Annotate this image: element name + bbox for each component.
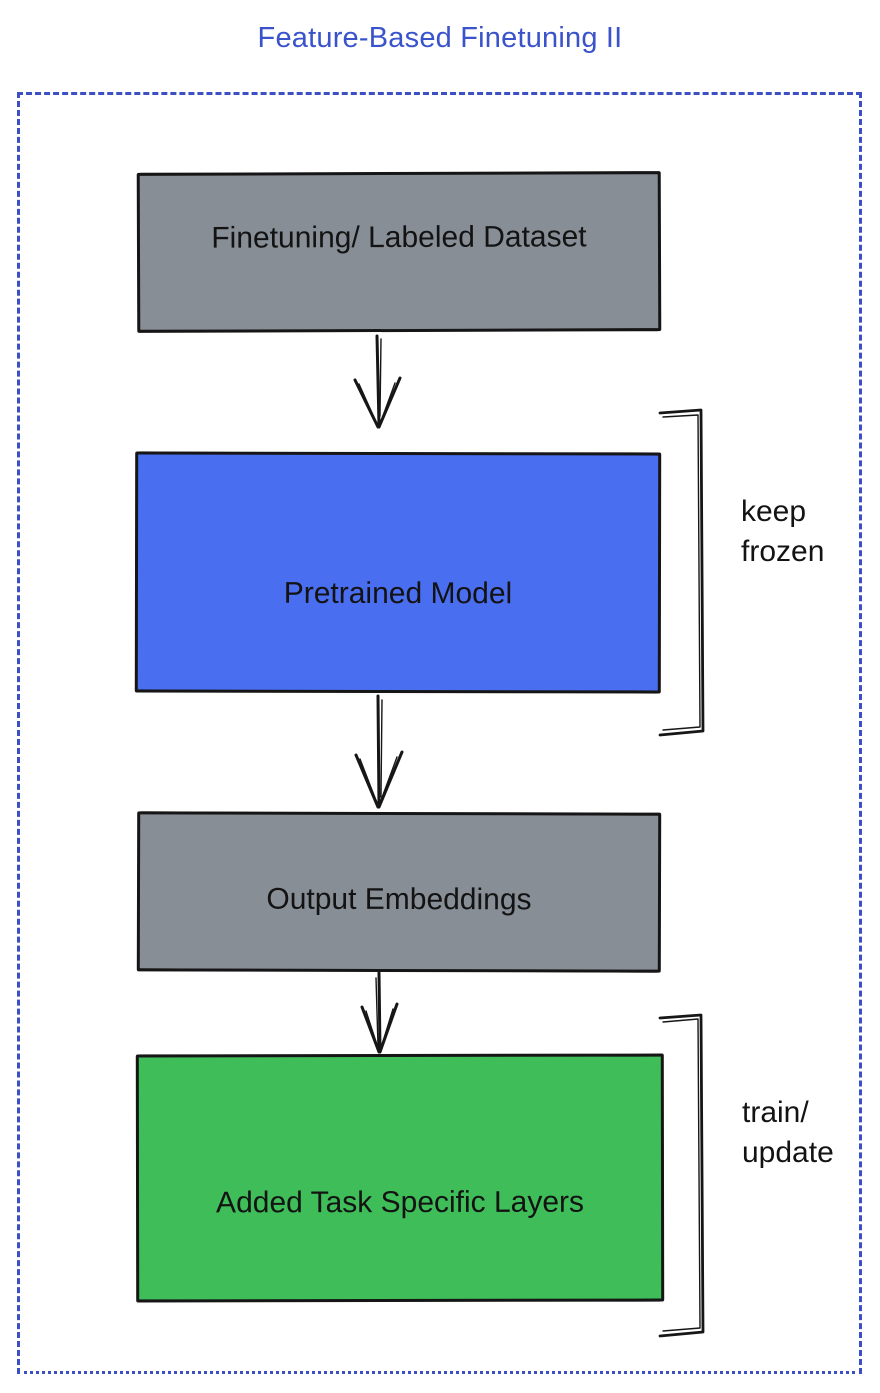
node-label: Finetuning/ Labeled Dataset bbox=[211, 220, 587, 255]
page-title: Feature-Based Finetuning II bbox=[257, 22, 623, 54]
annotation-line: frozen bbox=[741, 535, 825, 568]
annotation-line: update bbox=[742, 1136, 834, 1169]
node-output-embeddings: Output Embeddings bbox=[136, 811, 662, 973]
node-label: Output Embeddings bbox=[266, 882, 532, 917]
node-pretrained-model: Pretrained Model bbox=[134, 451, 662, 694]
annotation-line: train/ bbox=[742, 1096, 809, 1129]
node-finetuning-labeled-dataset: Finetuning/ Labeled Dataset bbox=[136, 171, 662, 333]
node-label: Pretrained Model bbox=[283, 576, 513, 610]
dotted-frame bbox=[17, 92, 862, 1374]
annotation-keep-frozen: keep frozen bbox=[741, 492, 824, 572]
node-label: Added Task Specific Layers bbox=[216, 1185, 585, 1220]
annotation-line: keep bbox=[741, 495, 807, 528]
annotation-train-update: train/ update bbox=[742, 1093, 834, 1173]
node-added-task-specific-layers: Added Task Specific Layers bbox=[135, 1053, 665, 1303]
